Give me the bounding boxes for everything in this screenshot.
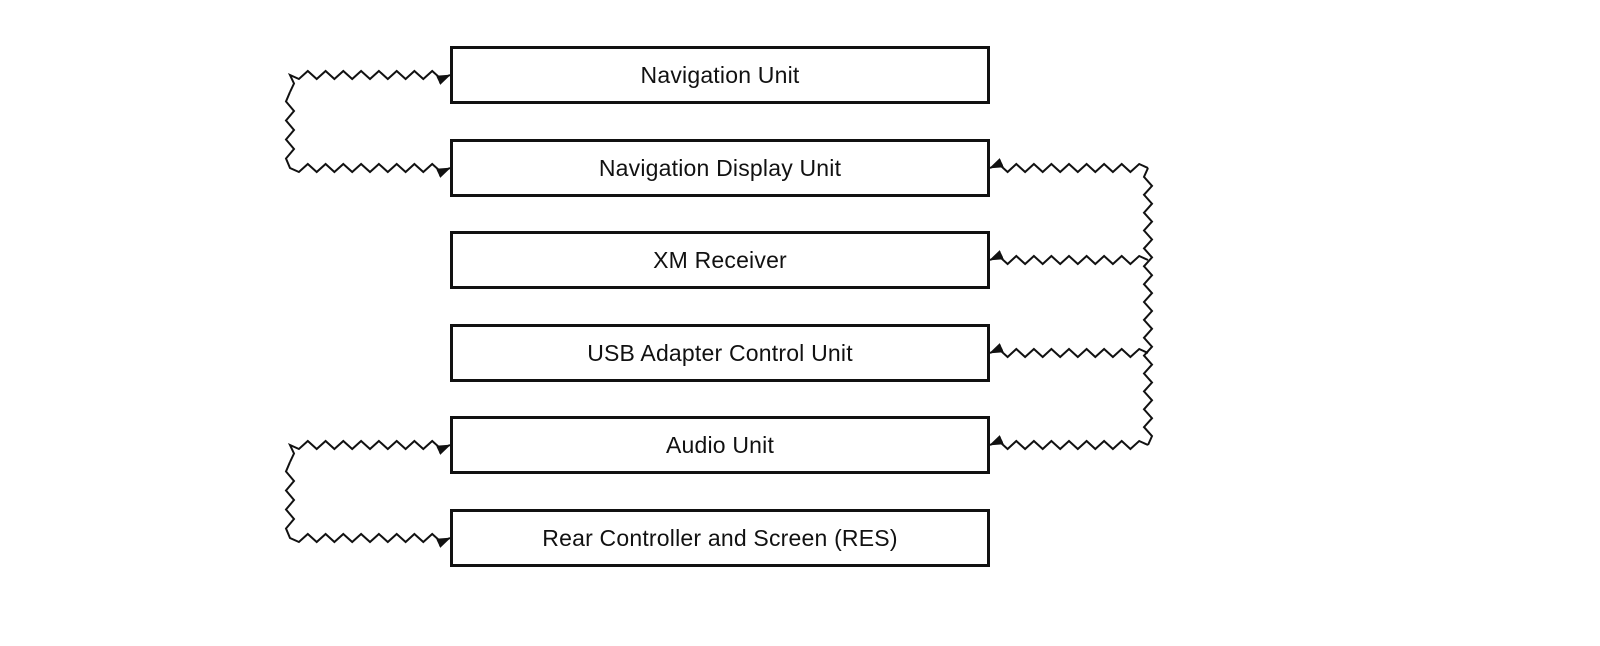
usb-adapter-control-unit-box: USB Adapter Control Unit <box>450 324 990 382</box>
left-wire-audio-unit-upper <box>287 439 451 463</box>
right-branch-0 <box>989 158 1149 174</box>
audio-unit-label: Audio Unit <box>665 431 775 458</box>
navigation-display-unit-label: Navigation Display Unit <box>598 154 842 181</box>
usb-adapter-control-unit-label: USB Adapter Control Unit <box>587 339 853 366</box>
navigation-unit-box: Navigation Unit <box>450 46 990 104</box>
rear-controller-and-screen-label: Rear Controller and Screen (RES) <box>542 524 898 551</box>
xm-receiver-label: XM Receiver <box>653 246 787 273</box>
audio-unit-box: Audio Unit <box>450 416 990 474</box>
rear-controller-and-screen-box: Rear Controller and Screen (RES) <box>450 509 990 567</box>
left-wire-navigation-display-unit-lower <box>284 91 451 178</box>
navigation-unit-label: Navigation Unit <box>640 61 800 88</box>
right-branch-3 <box>989 435 1149 451</box>
right-branch-1 <box>989 250 1149 266</box>
xm-receiver-box: XM Receiver <box>450 231 990 289</box>
right-branch-2 <box>989 343 1149 359</box>
left-wire-rear-controller-lower <box>284 461 451 548</box>
navigation-display-unit-box: Navigation Display Unit <box>450 139 990 197</box>
right-bus-vertical <box>1142 167 1154 446</box>
left-wire-navigation-unit-upper <box>287 69 451 93</box>
